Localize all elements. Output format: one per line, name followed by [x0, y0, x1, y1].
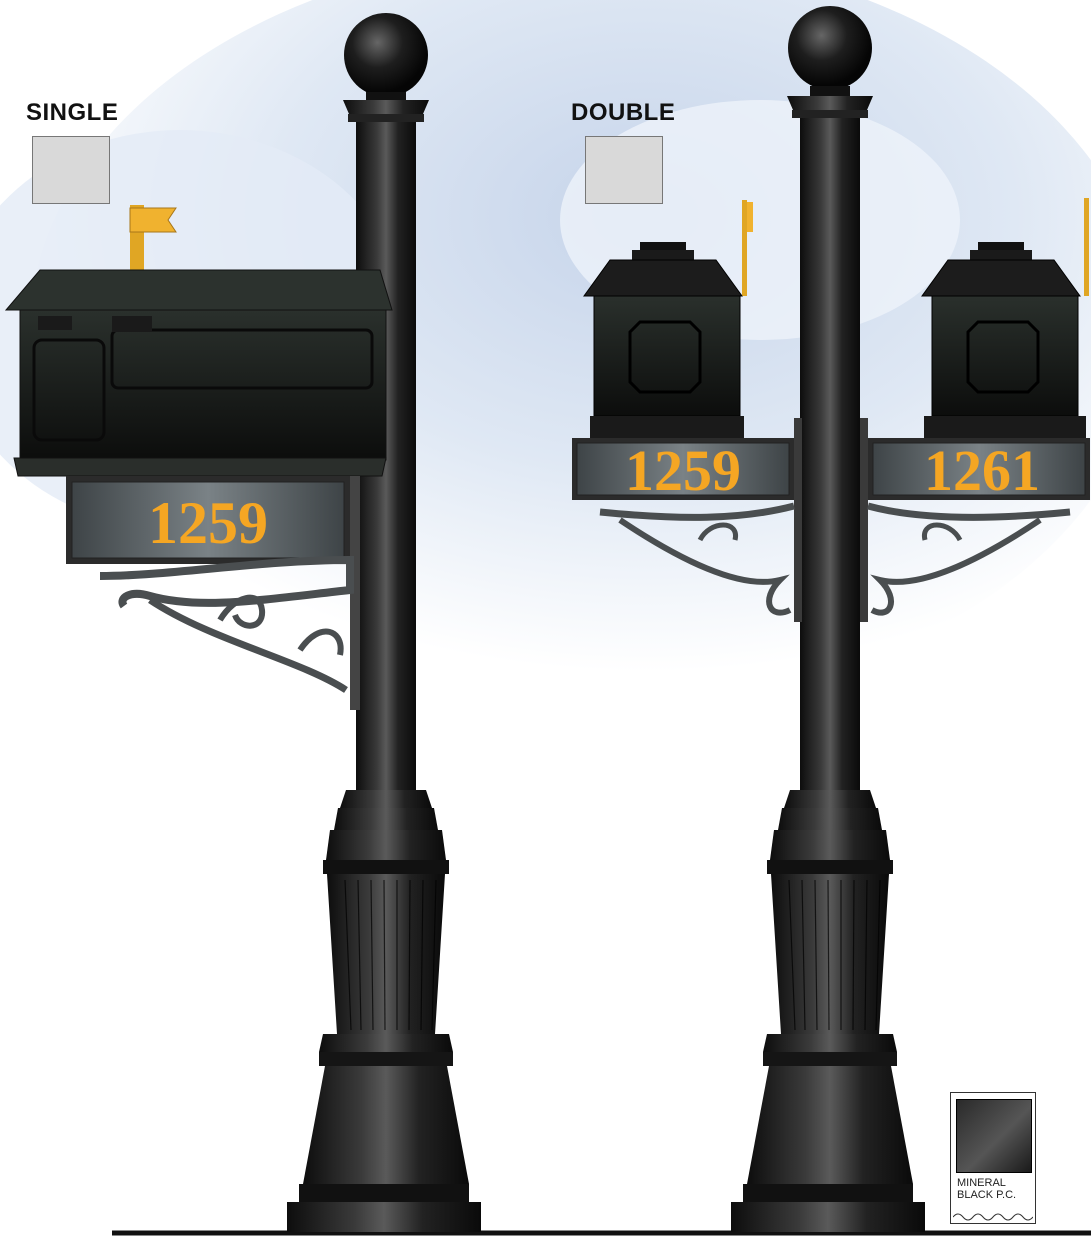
double-color-swatch[interactable]	[585, 136, 663, 204]
finish-color-chip	[956, 1099, 1032, 1173]
double-label: DOUBLE	[571, 99, 676, 126]
perforated-edge	[953, 1213, 1033, 1221]
double-house-number-right: 1261	[924, 438, 1040, 503]
double-post	[731, 6, 925, 1232]
double-mailbox-left	[572, 200, 795, 616]
single-label: SINGLE	[26, 99, 119, 126]
single-mailbox	[4, 205, 393, 710]
single-house-number: 1259	[148, 490, 268, 556]
finish-sample-card: MINERAL BLACK P.C.	[950, 1092, 1036, 1224]
double-house-number-left: 1259	[625, 438, 741, 503]
single-color-swatch[interactable]	[32, 136, 110, 204]
finish-sample-text: MINERAL BLACK P.C.	[957, 1177, 1017, 1201]
single-post	[287, 13, 481, 1232]
double-mailbox-right	[867, 198, 1090, 616]
